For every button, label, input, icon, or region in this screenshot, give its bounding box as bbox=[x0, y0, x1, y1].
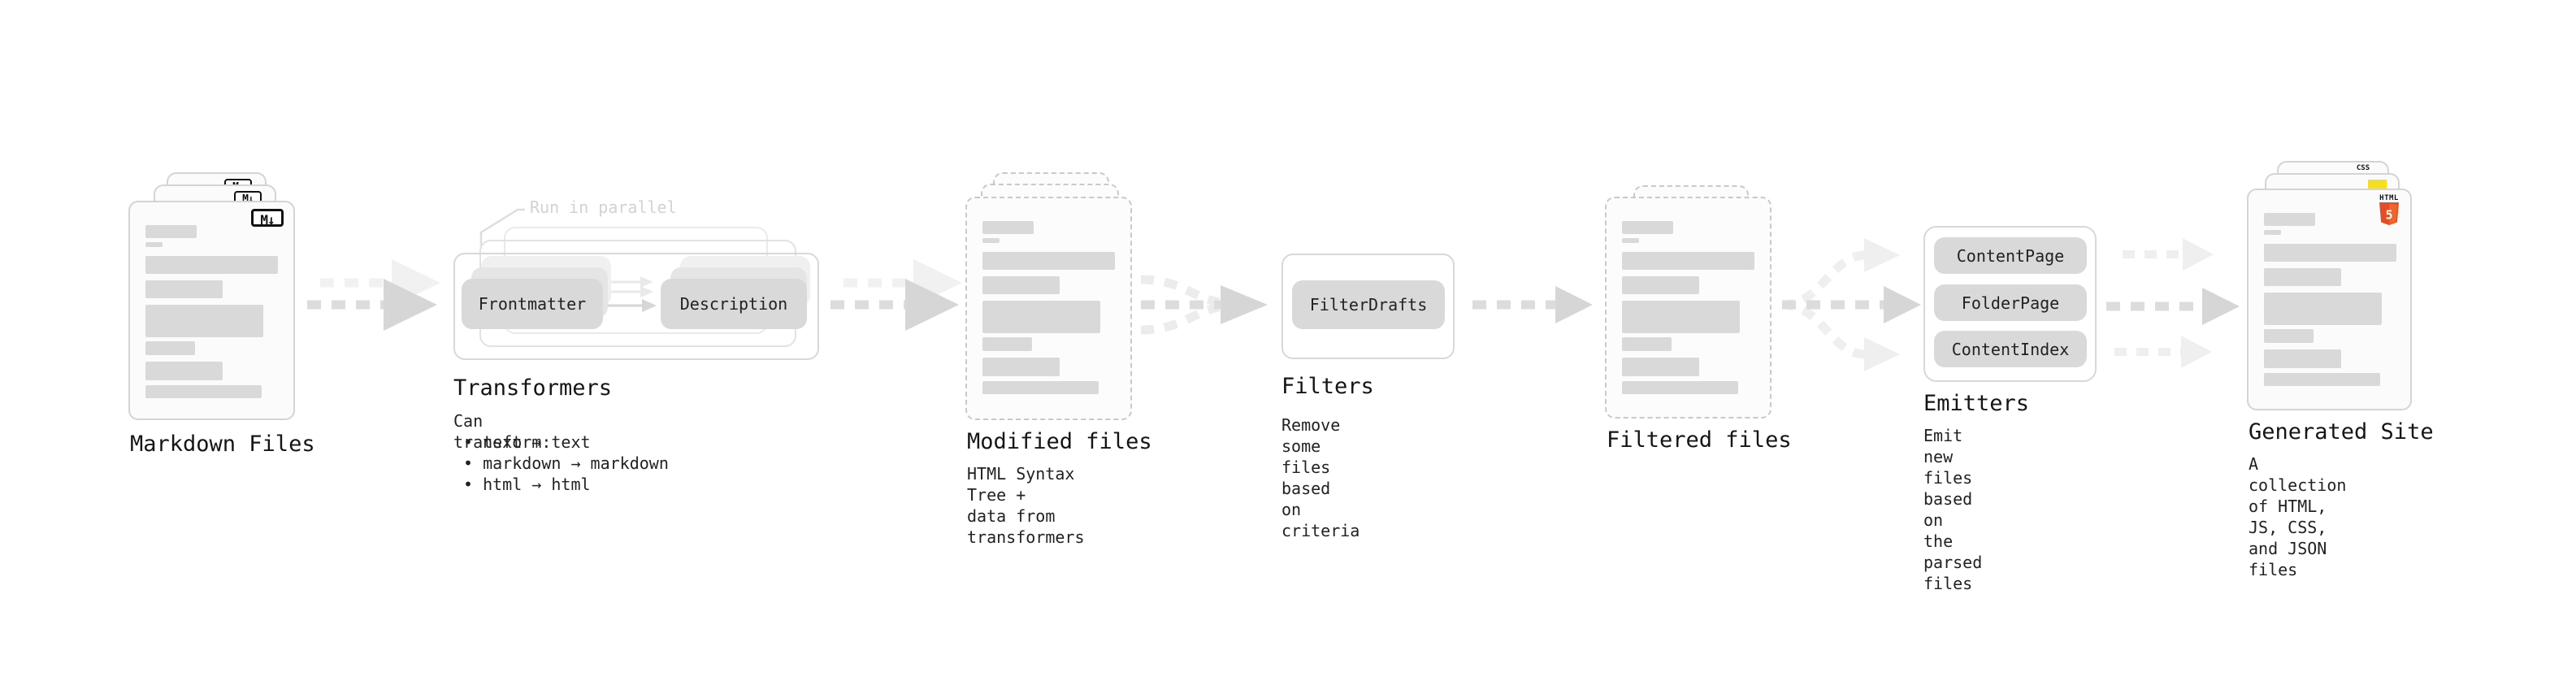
markdown-badge-icon: M↓ bbox=[251, 209, 284, 228]
placeholder-bar bbox=[982, 381, 1099, 394]
transformer-frame-front bbox=[453, 253, 819, 360]
flow-arrow-transformers-to-modified bbox=[830, 259, 962, 331]
placeholder-bar bbox=[1622, 358, 1699, 376]
stage-description: Remove some files based on criteria bbox=[1281, 415, 1360, 540]
flow-arrow-emitters-to-generated bbox=[2106, 238, 2240, 368]
placeholder-bar bbox=[982, 221, 1034, 234]
flow-arrow-filtered-to-emitters bbox=[1781, 238, 1921, 371]
flow-arrow-modified-to-filters bbox=[1140, 275, 1268, 335]
placeholder-bar bbox=[2264, 329, 2314, 343]
placeholder-bar bbox=[2264, 293, 2382, 325]
flow-arrow-markdown-to-transformers bbox=[307, 259, 440, 331]
stage-title: Generated Site bbox=[2249, 419, 2434, 445]
html5-badge-icon: HTML 5 bbox=[2379, 194, 2400, 230]
stage-description: A collection of HTML, JS, CSS, and JSON … bbox=[2249, 454, 2347, 579]
stage-title: Emitters bbox=[1923, 391, 2030, 416]
placeholder-bar bbox=[1622, 301, 1740, 333]
stage-title: Markdown Files bbox=[130, 432, 315, 457]
placeholder-bar bbox=[1622, 238, 1639, 243]
placeholder-bar bbox=[145, 362, 223, 380]
placeholder-bar bbox=[1622, 337, 1672, 351]
placeholder-bar bbox=[145, 385, 262, 398]
placeholder-bar bbox=[1622, 252, 1754, 270]
pill-frontmatter: Frontmatter bbox=[462, 279, 603, 329]
placeholder-bar bbox=[145, 341, 195, 355]
placeholder-bar bbox=[982, 337, 1032, 351]
pill-contentpage: ContentPage bbox=[1934, 237, 2087, 274]
modified-file-card-front bbox=[965, 197, 1132, 420]
placeholder-bar bbox=[982, 358, 1060, 376]
placeholder-bar bbox=[1622, 276, 1699, 294]
placeholder-bar bbox=[982, 276, 1060, 294]
stage-description: Can transform: bbox=[453, 411, 552, 452]
stage-title: Transformers bbox=[453, 375, 613, 401]
placeholder-bar bbox=[982, 252, 1115, 270]
stage-title: Filtered files bbox=[1607, 427, 1792, 453]
placeholder-bar bbox=[2264, 244, 2396, 262]
pill-filterdrafts: FilterDrafts bbox=[1292, 280, 1445, 329]
stage-title: Filters bbox=[1281, 374, 1374, 399]
placeholder-bar bbox=[2264, 213, 2315, 226]
filtered-file-card-front bbox=[1605, 197, 1772, 419]
placeholder-bar bbox=[1622, 381, 1738, 394]
placeholder-bar bbox=[982, 301, 1100, 333]
placeholder-bar bbox=[2264, 230, 2281, 235]
placeholder-bar bbox=[145, 242, 163, 247]
bullet-item: • markdown → markdown bbox=[463, 453, 669, 473]
stage-description: Emit new files based on the parsed files bbox=[1923, 426, 1983, 593]
placeholder-bar bbox=[145, 225, 197, 238]
placeholder-bar bbox=[2264, 373, 2380, 386]
pill-folderpage: FolderPage bbox=[1934, 284, 2087, 321]
transform-bullet-list: • text → text • markdown → markdown • ht… bbox=[463, 432, 669, 495]
placeholder-bar bbox=[145, 256, 278, 274]
placeholder-bar bbox=[2264, 349, 2341, 368]
placeholder-bar bbox=[982, 238, 1000, 243]
placeholder-bar bbox=[1622, 221, 1673, 234]
generated-file-card-html: HTML 5 bbox=[2247, 189, 2412, 410]
js-badge-icon bbox=[2368, 180, 2387, 189]
pill-contentindex: ContentIndex bbox=[1934, 331, 2087, 367]
bullet-item: • html → html bbox=[463, 475, 591, 494]
flow-arrow-filters-to-filtered bbox=[1472, 286, 1593, 323]
markdown-file-card-front: M↓ bbox=[128, 201, 295, 420]
pill-description: Description bbox=[661, 279, 807, 329]
stage-description: HTML Syntax Tree + data from transformer… bbox=[967, 464, 1085, 547]
placeholder-bar bbox=[145, 280, 223, 298]
placeholder-bar bbox=[145, 305, 263, 337]
svg-text:5: 5 bbox=[2385, 208, 2392, 223]
bullet-item: • text → text bbox=[463, 432, 591, 452]
stage-title: Modified files bbox=[967, 429, 1152, 454]
placeholder-bar bbox=[2264, 268, 2341, 286]
run-in-parallel-annotation: Run in parallel bbox=[530, 197, 677, 217]
